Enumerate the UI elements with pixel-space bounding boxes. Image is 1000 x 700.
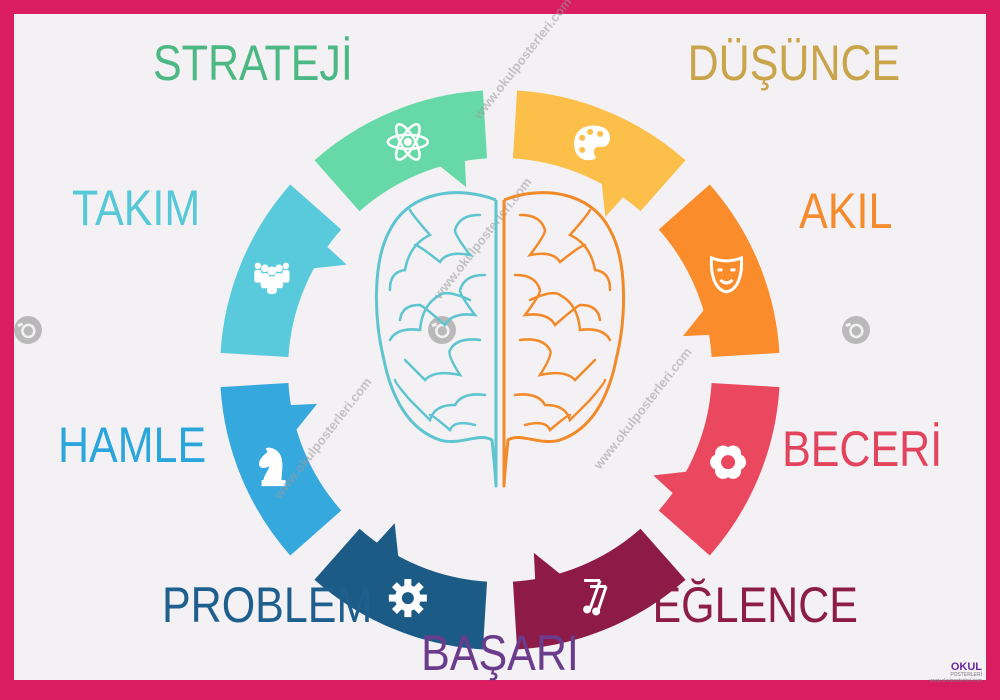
label-dusunce: DÜŞÜNCE bbox=[687, 35, 900, 91]
gear-icon bbox=[388, 579, 427, 618]
label-basari: BAŞARI bbox=[421, 625, 579, 681]
camera-icon bbox=[842, 316, 870, 344]
segment-tail-takim bbox=[312, 246, 347, 269]
brand-sub: POSTERLERİ bbox=[950, 672, 982, 678]
brand-url: www.okulposterleri.com bbox=[929, 678, 982, 684]
segment-tail-problem bbox=[376, 523, 399, 558]
brain-illustration bbox=[375, 191, 625, 488]
atom-icon bbox=[386, 122, 430, 161]
chess-knight-icon bbox=[259, 447, 286, 487]
segment-tail-hamle bbox=[289, 403, 318, 431]
ring-segment-dusunce bbox=[512, 90, 686, 212]
ring-segment-eglence bbox=[512, 528, 686, 650]
label-strateji: STRATEJİ bbox=[153, 35, 353, 91]
mask-icon bbox=[709, 255, 744, 294]
poster-background bbox=[14, 14, 986, 680]
label-takim: TAKIM bbox=[72, 180, 201, 236]
camera-icon bbox=[428, 316, 456, 344]
watermark-text: www.okulposterleri.com bbox=[590, 345, 695, 473]
label-eglence: EĞLENCE bbox=[652, 577, 858, 633]
brand-name: OKUL bbox=[950, 661, 982, 673]
flower-icon bbox=[710, 445, 747, 479]
ring-segment-strateji bbox=[314, 90, 488, 212]
brain-left-hemisphere bbox=[375, 191, 498, 488]
segment-tail-dusunce bbox=[601, 182, 624, 217]
ring-segments bbox=[220, 90, 780, 650]
label-problem: PROBLEM bbox=[162, 577, 373, 633]
team-icon bbox=[254, 262, 290, 294]
music-notes-icon bbox=[583, 578, 608, 616]
brand-logo: OKUL POSTERLERİ www.okulposterleri.com bbox=[929, 661, 982, 685]
segment-tail-akil bbox=[682, 309, 711, 337]
label-hamle: HAMLE bbox=[58, 417, 207, 473]
label-beceri: BECERİ bbox=[781, 421, 942, 477]
brain-right-hemisphere bbox=[502, 191, 625, 488]
segment-tail-strateji bbox=[439, 159, 467, 188]
segment-tail-eglence bbox=[533, 552, 561, 581]
palette-icon bbox=[574, 125, 611, 161]
segment-tail-beceri bbox=[653, 471, 688, 494]
camera-icon bbox=[14, 316, 42, 344]
label-akil: AKIL bbox=[798, 183, 892, 239]
